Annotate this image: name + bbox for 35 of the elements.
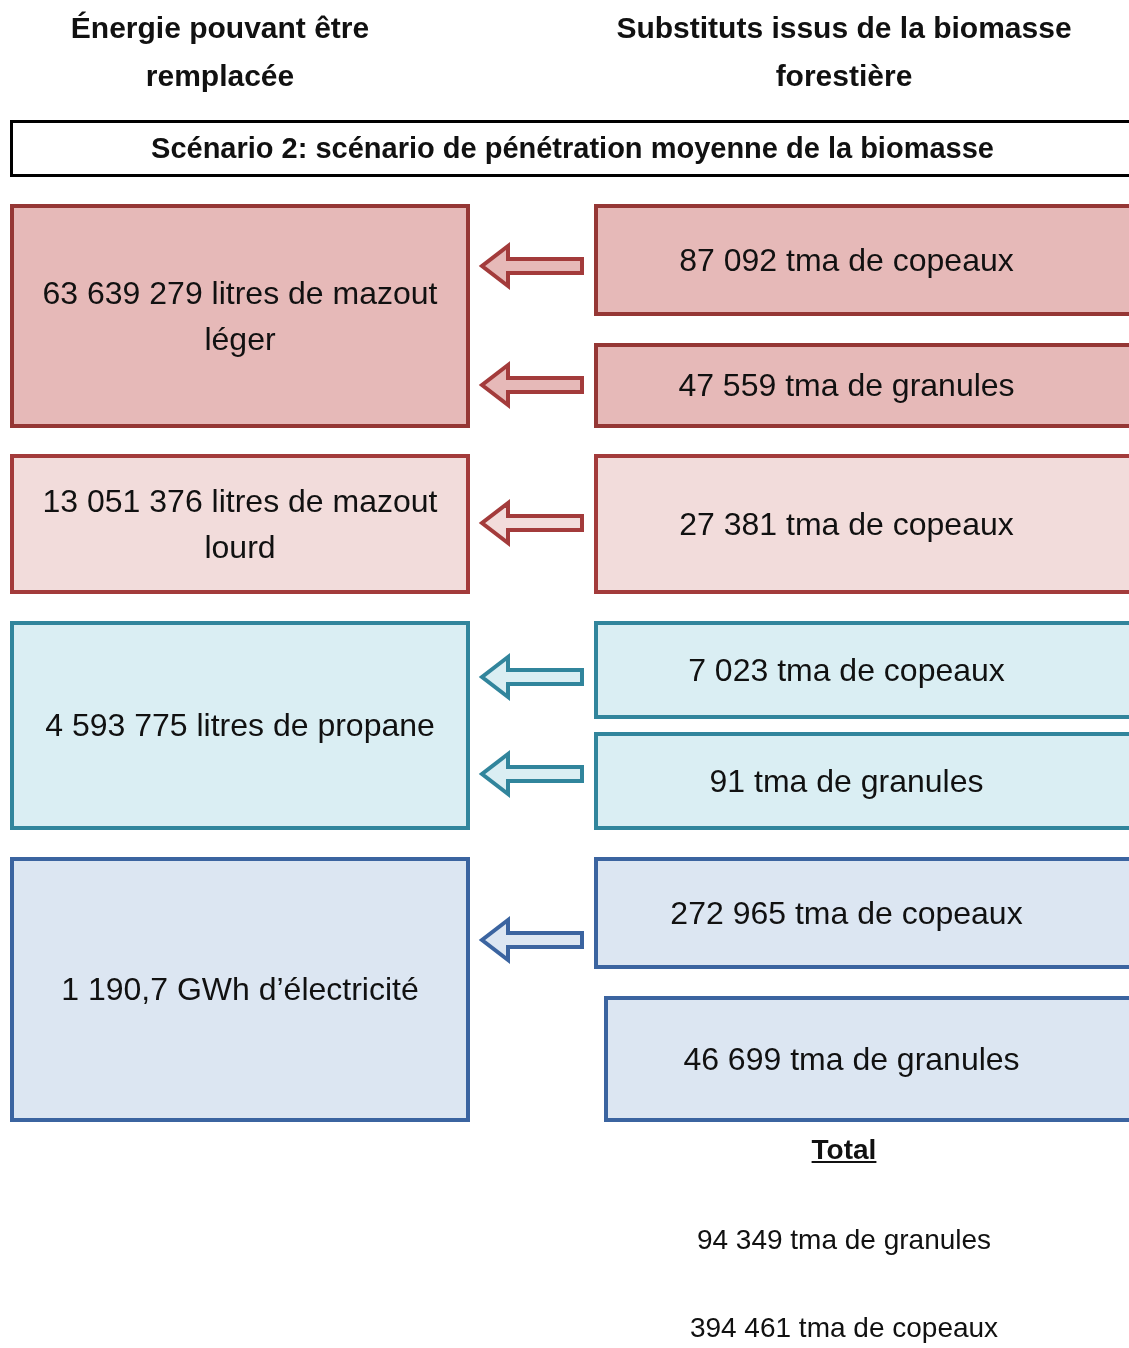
box-text: 27 381 tma de copeaux xyxy=(679,504,1014,544)
quantity-box xyxy=(594,857,1129,969)
column-heading: Énergie pouvant être remplacée xyxy=(69,10,371,94)
total-line: 94 349 tma de granules xyxy=(695,1224,993,1256)
total-line: 394 461 tma de copeaux xyxy=(688,1312,1000,1344)
block-arrow xyxy=(478,652,584,702)
box-text: Scénario 2: scénario de pénétration moyenne de la biomasse xyxy=(151,131,994,167)
scenario-banner xyxy=(10,120,1129,177)
quantity-box xyxy=(594,621,1129,719)
block-arrow xyxy=(478,749,584,799)
total-heading: Total xyxy=(810,1134,878,1166)
block-arrow xyxy=(478,498,584,548)
box-text: 91 tma de granules xyxy=(709,761,984,801)
box-text: 47 559 tma de granules xyxy=(678,366,1015,406)
quantity-box xyxy=(10,857,470,1122)
quantity-box xyxy=(604,996,1129,1122)
box-text: 13 051 376 litres de mazout lourd xyxy=(41,481,439,567)
quantity-box xyxy=(10,204,470,428)
block-arrow xyxy=(478,241,584,291)
box-text: 63 639 279 litres de mazout léger xyxy=(41,273,439,359)
box-text: 4 593 775 litres de propane xyxy=(45,706,435,746)
box-text: 87 092 tma de copeaux xyxy=(679,240,1014,280)
block-arrow xyxy=(478,915,584,965)
box-text: 272 965 tma de copeaux xyxy=(670,893,1023,933)
quantity-box xyxy=(594,454,1129,594)
quantity-box xyxy=(594,343,1129,428)
quantity-box xyxy=(594,204,1129,316)
quantity-box xyxy=(594,732,1129,830)
block-arrow xyxy=(478,360,584,410)
quantity-box xyxy=(10,454,470,594)
column-heading: Substituts issus de la biomasse forestière xyxy=(615,10,1073,94)
quantity-box xyxy=(10,621,470,830)
box-text: 46 699 tma de granules xyxy=(683,1039,1020,1079)
box-text: 1 190,7 GWh d’électricité xyxy=(61,970,419,1010)
box-text: 7 023 tma de copeaux xyxy=(688,650,1005,690)
